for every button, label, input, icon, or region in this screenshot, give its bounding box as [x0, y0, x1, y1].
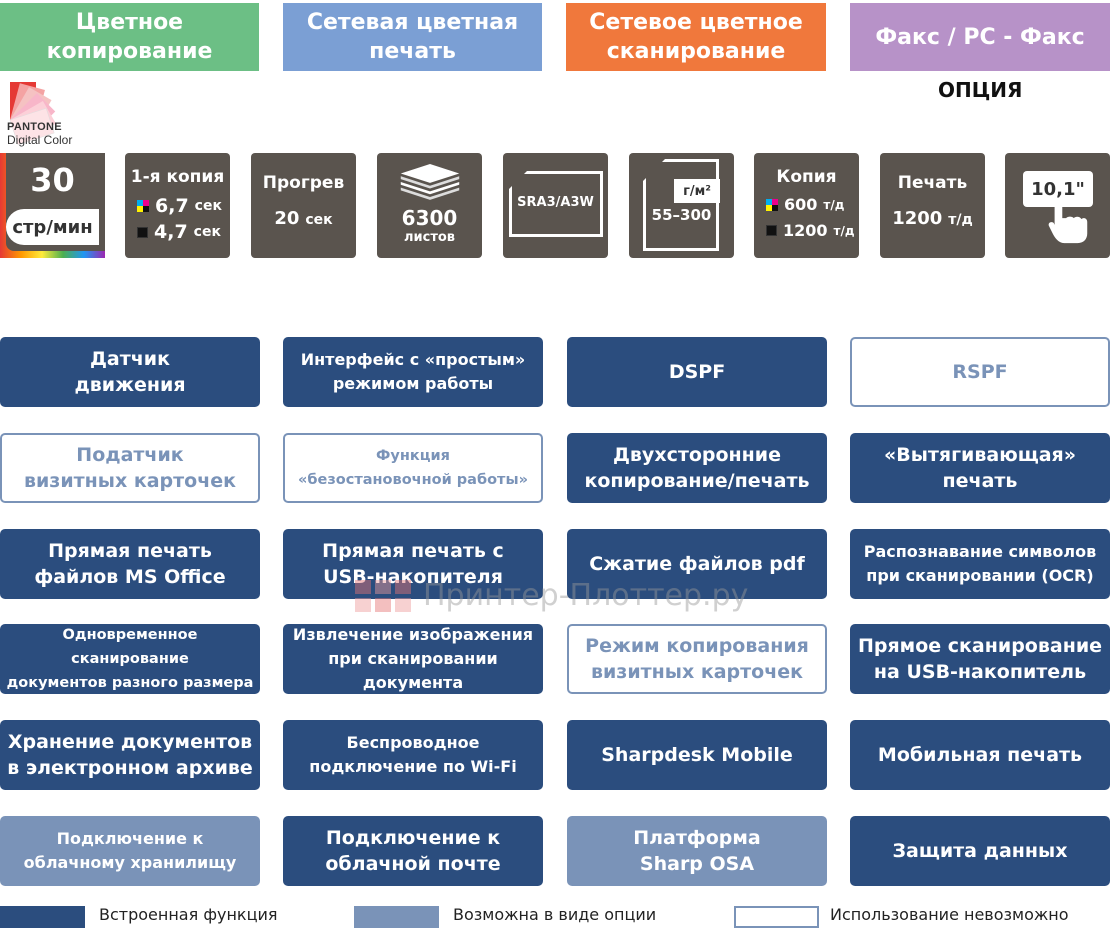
- spec-warmup: Прогрев 20 сек: [251, 153, 356, 258]
- feature-tile: «Вытягивающая» печать: [850, 433, 1110, 503]
- copy-res-unit: т/д: [833, 223, 855, 238]
- copy-res-bw: 1200: [783, 221, 828, 240]
- print-res-unit: т/д: [948, 212, 973, 228]
- spec-speed: 30 стр/мин: [0, 153, 105, 258]
- feature-tile: Мобильная печать: [850, 720, 1110, 790]
- feature-tile: Подключение к облачной почте: [283, 816, 543, 886]
- first-copy-color-time: 6,7: [155, 195, 189, 217]
- category-network-print: Сетевая цветная печать: [283, 3, 542, 71]
- spec-paper-capacity: 6300 листов: [377, 153, 482, 258]
- feature-tile: RSPF: [850, 337, 1110, 407]
- category-fax: Факс / PC - Факс: [850, 3, 1110, 71]
- feature-tile: Платформа Sharp OSA: [567, 816, 827, 886]
- speed-unit: стр/мин: [6, 209, 99, 245]
- spec-paper-weight: г/м² 55–300: [629, 153, 734, 258]
- black-square-icon: [137, 226, 148, 238]
- print-res-value: 1200: [892, 208, 943, 229]
- cmyk-icon: [766, 198, 778, 211]
- paper-stack-icon: [400, 164, 460, 200]
- legend-optional-swatch: [354, 906, 439, 928]
- warmup-unit: сек: [305, 212, 333, 228]
- cmyk-icon: [137, 200, 149, 212]
- paper-capacity-value: 6300: [401, 206, 458, 230]
- feature-tile: Распознавание символов при сканировании …: [850, 529, 1110, 599]
- copy-res-title: Копия: [776, 167, 837, 187]
- touch-hand-icon: [1048, 198, 1088, 244]
- feature-tile: Прямая печать файлов MS Office: [0, 529, 260, 599]
- legend-builtin-label: Встроенная функция: [99, 905, 278, 924]
- legend-builtin-swatch: [0, 906, 85, 928]
- first-copy-title: 1-я копия: [130, 167, 225, 187]
- first-copy-bw-time: 4,7: [154, 221, 188, 243]
- feature-tile: Режим копирования визитных карточек: [567, 624, 827, 694]
- feature-tile: Прямое сканирование на USB-накопитель: [850, 624, 1110, 694]
- warmup-value: 20: [274, 208, 300, 229]
- feature-tile: Защита данных: [850, 816, 1110, 886]
- feature-tile: DSPF: [567, 337, 827, 407]
- feature-tile: Беспроводное подключение по Wi-Fi: [283, 720, 543, 790]
- feature-tile: Податчик визитных карточек: [0, 433, 260, 503]
- paper-page-icon: [643, 159, 719, 251]
- spec-display: 10,1": [1005, 153, 1110, 258]
- first-copy-unit: сек: [193, 224, 221, 240]
- feature-tile: Сжатие файлов pdf: [567, 529, 827, 599]
- feature-tile: Извлечение изображения при сканировании …: [283, 624, 543, 694]
- display-size: 10,1": [1023, 171, 1093, 207]
- spec-first-copy: 1-я копия 6,7 сек 4,7 сек: [125, 153, 230, 258]
- legend-na-swatch: [734, 906, 819, 928]
- option-note: ОПЦИЯ: [938, 78, 1023, 102]
- feature-tile: Одновременное сканирование документов ра…: [0, 624, 260, 694]
- feature-tile: Функция «безостановочной работы»: [283, 433, 543, 503]
- warmup-title: Прогрев: [262, 173, 345, 193]
- spec-print-resolution: Печать 1200 т/д: [880, 153, 985, 258]
- copy-res-unit: т/д: [823, 197, 845, 212]
- category-network-scan: Сетевое цветное сканирование: [566, 3, 826, 71]
- print-res-title: Печать: [897, 173, 968, 193]
- feature-tile: Интерфейс с «простым» режимом работы: [283, 337, 543, 407]
- paper-capacity-unit: листов: [403, 230, 456, 245]
- black-square-icon: [766, 225, 777, 236]
- spec-paper-size: SRA3/A3W: [503, 153, 608, 258]
- legend-na-label: Использование невозможно: [830, 905, 1069, 924]
- pantone-sub: Digital Color: [7, 133, 73, 147]
- copy-res-color: 600: [784, 195, 818, 214]
- category-color-copy: Цветное копирование: [0, 3, 259, 71]
- speed-value: 30: [30, 161, 75, 199]
- feature-tile: Датчик движения: [0, 337, 260, 407]
- legend-optional-label: Возможна в виде опции: [453, 905, 657, 924]
- feature-tile: Sharpdesk Mobile: [567, 720, 827, 790]
- paper-weight-range: 55–300: [651, 206, 712, 224]
- feature-tile: Хранение документов в электронном архиве: [0, 720, 260, 790]
- spec-copy-resolution: Копия 600 т/д 1200 т/д: [754, 153, 859, 258]
- feature-tile: Двухсторонние копирование/печать: [567, 433, 827, 503]
- feature-tile: Прямая печать с USB-накопителя: [283, 529, 543, 599]
- first-copy-unit: сек: [194, 198, 222, 214]
- pantone-brand: PANTONE: [7, 121, 62, 133]
- feature-tile: Подключение к облачному хранилищу: [0, 816, 260, 886]
- paper-size-value: SRA3/A3W: [517, 195, 594, 210]
- paper-weight-unit: г/м²: [674, 179, 720, 203]
- pantone-fan-icon: [9, 82, 56, 146]
- paper-sheet-icon: [509, 171, 603, 237]
